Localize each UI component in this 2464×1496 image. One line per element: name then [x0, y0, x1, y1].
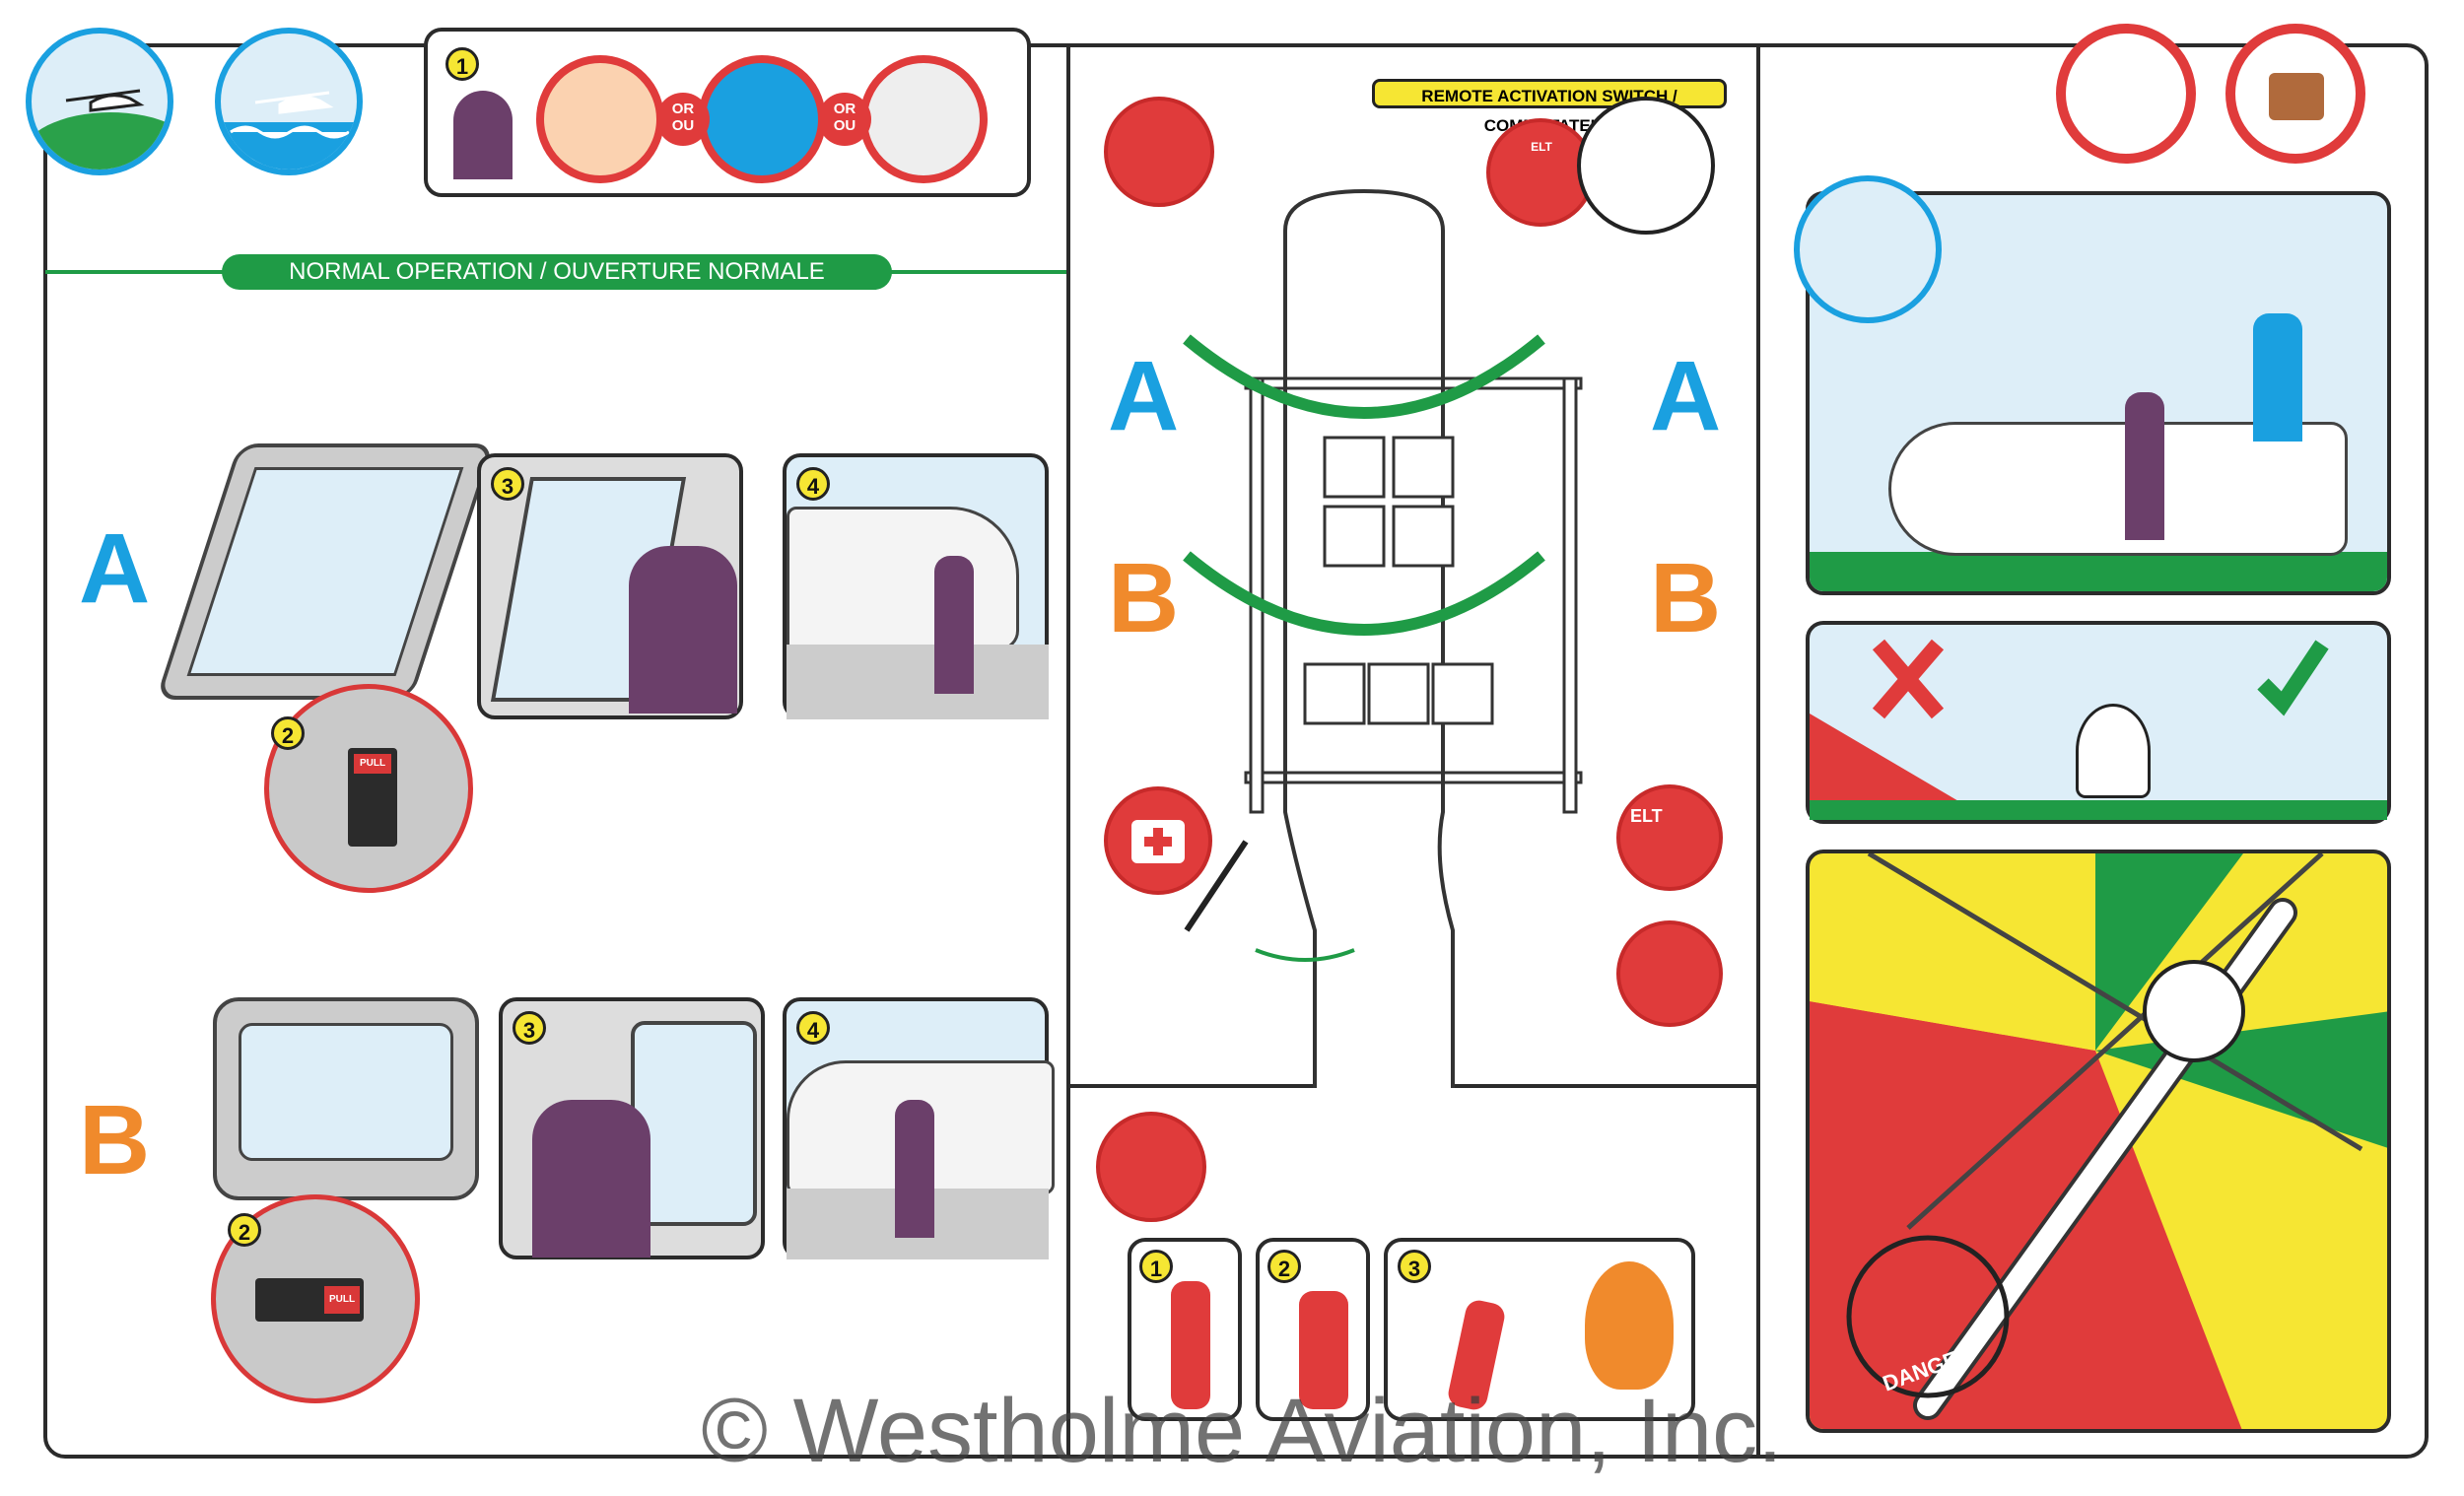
fire-extinguisher-usage-icon [1096, 1112, 1206, 1222]
ext-step-badge-3: 3 [1398, 1250, 1431, 1283]
exit-a-right-label: A [1650, 341, 1722, 451]
extinguisher-step-1: 1 [1128, 1238, 1242, 1421]
step-badge-b-2: 2 [228, 1213, 261, 1247]
no-smoking-icon [2056, 24, 2196, 164]
land-helicopter-icon [26, 28, 173, 175]
no-baggage-icon [2225, 24, 2365, 164]
water-helicopter-icon [215, 28, 363, 175]
exit-b-right-label: B [1650, 543, 1722, 653]
step-badge-b-4: 4 [796, 1011, 830, 1045]
copyright-watermark: © Westholme Aviation, Inc. [701, 1381, 1783, 1481]
door-b-handle-zoom: 2 PULL [211, 1194, 420, 1403]
exit-b-left-label: B [1108, 543, 1180, 653]
section-a-letter: A [79, 513, 151, 624]
exit-a-left-label: A [1108, 341, 1180, 451]
elt-icon: ELT [1616, 784, 1723, 891]
panel-a-step-3: 3 [477, 453, 743, 719]
switch-hand-zoom [1577, 97, 1715, 235]
handle-label-b: PULL [324, 1286, 360, 1314]
danger-zone-panel: DANGER [1806, 850, 2391, 1433]
normal-operation-banner: NORMAL OPERATION / OUVERTURE NORMALE [222, 254, 892, 290]
section-b-letter: B [79, 1085, 151, 1195]
ext-step-badge-1: 1 [1139, 1250, 1173, 1283]
panel-a-step-4: 4 [783, 453, 1049, 719]
panel-b-step-3: 3 [499, 997, 765, 1259]
extinguisher-step-3: 3 [1384, 1238, 1695, 1421]
handle-label-a: PULL [354, 754, 391, 774]
door-b-window [213, 997, 479, 1200]
step-badge-b-3: 3 [513, 1011, 546, 1045]
door-a-handle-zoom: 2 PULL [264, 684, 473, 893]
water-hazard-icon [698, 55, 826, 183]
step-badge-a-2: 2 [271, 716, 305, 750]
first-aid-kit-icon [1104, 786, 1212, 895]
glass-hazard-icon [859, 55, 988, 183]
extinguisher-step-2: 2 [1256, 1238, 1370, 1421]
fire-extinguisher-icon [1104, 97, 1214, 207]
step-badge-1: 1 [445, 47, 479, 81]
divider-right [1756, 43, 1760, 1459]
survival-kit-icon [1616, 920, 1723, 1027]
approach-slope-panel [1806, 621, 2391, 824]
elt-text: ELT [1630, 806, 1663, 826]
elt-switch-text: ELT [1531, 140, 1552, 154]
cabin-floor-plan [1183, 188, 1583, 1088]
ext-step-badge-2: 2 [1267, 1250, 1301, 1283]
divider-left [1066, 43, 1070, 1459]
rollover-icon [1794, 175, 1942, 323]
person-icon [453, 91, 513, 179]
fire-hazard-icon [536, 55, 664, 183]
step-badge-a-3: 3 [491, 467, 524, 501]
step-badge-a-4: 4 [796, 467, 830, 501]
panel-b-step-4: 4 [783, 997, 1055, 1259]
card-frame [43, 43, 2429, 1459]
